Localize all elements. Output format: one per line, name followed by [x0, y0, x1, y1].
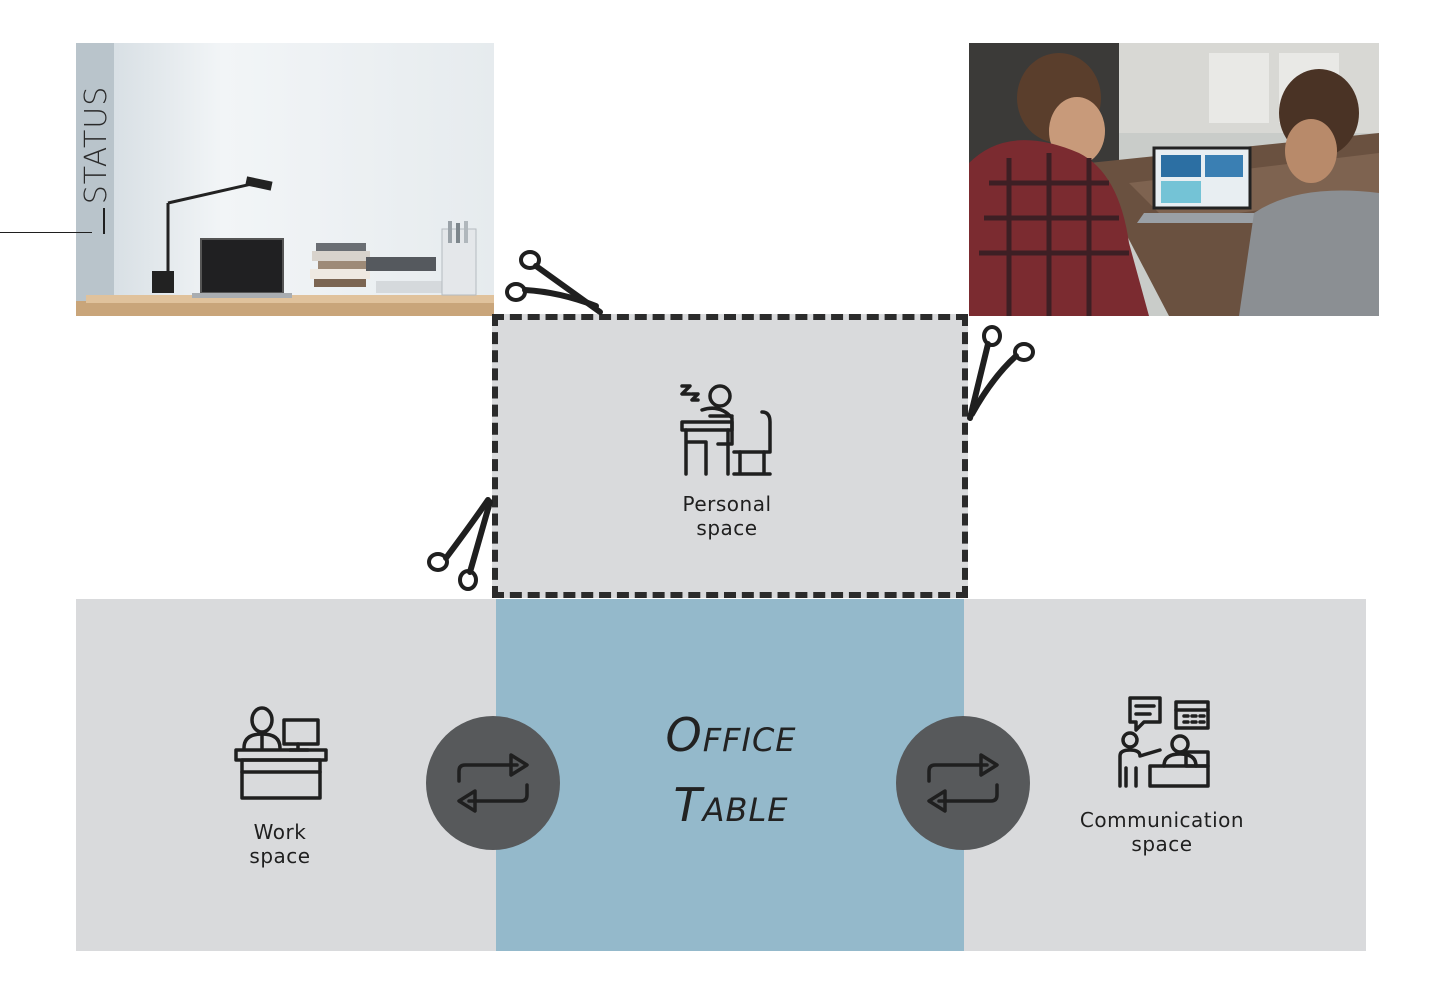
office-title-line2: Table	[673, 778, 789, 832]
desk-photo	[76, 43, 494, 316]
office-table-panel	[496, 599, 964, 951]
worker-at-desk-icon	[234, 706, 328, 802]
personal-space-label: Personal space	[627, 492, 827, 540]
work-label-line2: space	[249, 844, 311, 868]
work-space-label: Work space	[180, 820, 380, 868]
status-tick	[103, 208, 105, 234]
communication-space-label: Communication space	[1060, 808, 1264, 856]
scissors-icon	[500, 246, 604, 316]
scissors-icon	[420, 496, 496, 592]
work-label-line1: Work	[253, 820, 307, 844]
personal-space-panel	[492, 314, 968, 598]
sleeping-at-desk-icon	[680, 382, 776, 478]
office-table-title: Office Table	[596, 700, 866, 840]
meeting-photo	[969, 43, 1379, 316]
swap-arrows-icon	[457, 753, 529, 813]
swap-arrows-icon	[927, 753, 999, 813]
meeting-presentation-icon	[1116, 696, 1212, 790]
personal-label-line2: space	[696, 516, 758, 540]
swap-right-circle	[896, 716, 1030, 850]
scissors-icon	[962, 322, 1038, 422]
personal-label-line1: Personal	[682, 492, 772, 516]
office-title-line1: Office	[665, 708, 797, 762]
swap-left-circle	[426, 716, 560, 850]
status-rule-line	[0, 232, 92, 233]
communication-space-panel	[964, 599, 1366, 951]
status-label: STATUS	[79, 85, 114, 205]
communication-label-line2: space	[1131, 832, 1193, 856]
communication-label-line1: Communication	[1079, 808, 1245, 832]
